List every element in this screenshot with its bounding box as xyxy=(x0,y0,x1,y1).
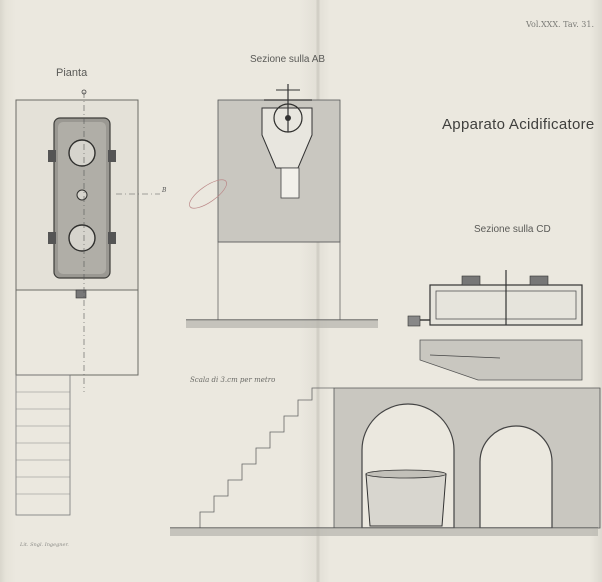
scale-note: Scala di 3.cm per metro xyxy=(190,376,276,384)
section-cd-label: Sezione sulla CD xyxy=(474,224,551,235)
plan-view-label: Pianta xyxy=(56,67,88,79)
plan-view xyxy=(15,89,160,516)
lithographer-credit: Lit. Sngl. Ingegner. xyxy=(20,542,69,548)
manhole-bottom xyxy=(68,224,96,252)
section-ab-view xyxy=(186,84,378,328)
section-cd-view xyxy=(170,270,601,536)
vat xyxy=(365,473,447,527)
staircase-profile xyxy=(199,387,334,528)
plate-header: Vol.XXX. Tav. 31. xyxy=(526,20,594,29)
manhole-top xyxy=(68,139,96,167)
drawing-title: Apparato Acidificatore xyxy=(442,116,595,133)
section-ab-label: Sezione sulla AB xyxy=(250,54,326,65)
section-marker-b: B xyxy=(162,187,167,194)
arch-right xyxy=(479,425,553,529)
